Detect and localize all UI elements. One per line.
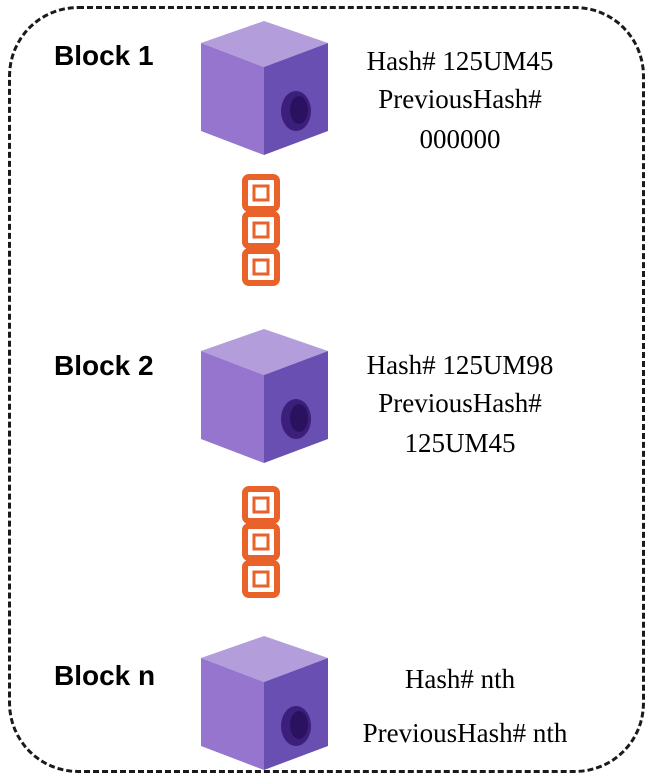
block-2-label: Block 2 (54, 350, 154, 381)
block-1-label: Block 1 (54, 40, 154, 71)
chain-link-icon (239, 484, 283, 600)
block-1-previous-hash-label: PreviousHash# (378, 84, 542, 114)
block-2-cube-icon (197, 325, 332, 465)
blockchain-frame (8, 6, 645, 773)
block-n-previous-hash: PreviousHash# nth (362, 718, 568, 748)
block-1-hash: Hash# 125UM45 (366, 46, 554, 76)
block-2-previous-hash-label: PreviousHash# (378, 388, 542, 418)
block-1-cube-icon (197, 17, 332, 157)
block-n-label: Block n (54, 660, 156, 691)
block-2-hash: Hash# 125UM98 (366, 350, 554, 380)
block-n-hash: Hash# nth (404, 664, 516, 694)
block-2-previous-hash-value: 125UM45 (404, 428, 516, 458)
block-1-previous-hash-value: 000000 (419, 124, 501, 154)
block-n-cube-icon (197, 632, 332, 772)
chain-link-icon (239, 172, 283, 288)
